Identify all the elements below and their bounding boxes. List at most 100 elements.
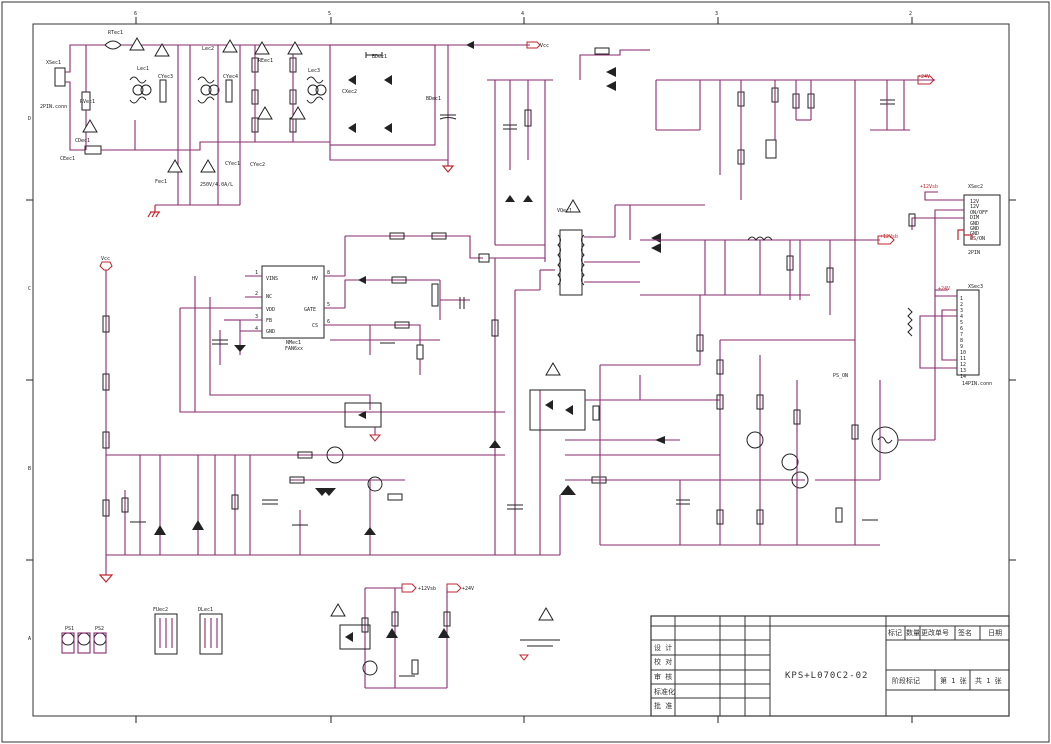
hv-rail: Vcc — [448, 41, 553, 246]
tb-header: 标记 — [888, 628, 902, 637]
choke-1 — [129, 76, 152, 104]
tb-header: 日期 — [988, 629, 1002, 637]
tb-row-label: 校 对 — [654, 657, 672, 666]
cn1-desc: 2PIN.conn — [40, 104, 67, 110]
input-connector — [54, 67, 66, 87]
ntc-thermistor — [104, 40, 122, 50]
ic-pin-label: FB — [266, 318, 272, 324]
ic-part: FAN6xx — [285, 346, 303, 352]
feedback-network — [289, 394, 505, 555]
cn3-pin: 9 — [960, 344, 963, 350]
standby-block: +12Vsb +24V — [339, 583, 474, 689]
main-transformer: VQec1 — [557, 208, 640, 296]
ic-pin-label: GND — [266, 329, 275, 335]
vdd-fb-network — [179, 276, 505, 413]
ps2-ref: PS2 — [95, 626, 104, 632]
cx2-ref: CYec4 — [223, 74, 238, 80]
row-mark: A — [28, 636, 31, 642]
row-mark: B — [28, 466, 31, 472]
mounting-parts: PS1 PS2 FUec2 DLec1 — [61, 607, 560, 661]
transformer-ref: VQec1 — [557, 208, 572, 214]
v12-net-label: +12Vsb — [418, 586, 436, 592]
cn3-pin: 4 — [960, 314, 963, 320]
tb-row-label: 审 核 — [654, 672, 672, 681]
ic-pin-label: NC — [266, 294, 272, 300]
connector-14pin: XSec3 14PIN.conn 1 2 3 4 5 6 7 8 9 10 11… — [907, 284, 992, 387]
bleeder-resistors: REec1 — [251, 45, 297, 142]
v12-net-label: +12Vsb — [880, 234, 898, 240]
fuse-rating: CEec1 — [60, 156, 75, 162]
cn3-desc: 14PIN.conn — [962, 381, 992, 387]
cbulk-ref: BDec1 — [426, 96, 441, 102]
ic-pin-num: 1 — [255, 270, 258, 276]
col-mark: 4 — [521, 11, 524, 17]
warning-icons — [82, 37, 581, 621]
tb-sheet-label: 第 1 张 — [940, 676, 967, 685]
fuse-ref: CDec1 — [75, 138, 90, 144]
cn3-pin: 12 — [960, 362, 966, 368]
cn2-pin: GND — [970, 226, 979, 232]
l3-ref: Lec3 — [308, 68, 320, 74]
r1-ref: REec1 — [258, 58, 273, 64]
cn2-pin: GND — [970, 231, 979, 237]
secondary-regulator: PS_ON — [599, 300, 936, 546]
cn3-pin: 7 — [960, 332, 963, 338]
fuse — [84, 145, 102, 155]
cn3-pin: 13 — [960, 368, 966, 374]
cn2-pin: 12V — [970, 204, 979, 210]
cn3-pin: 8 — [960, 338, 963, 344]
choke-2 — [197, 76, 220, 104]
col-mark: 2 — [909, 11, 912, 17]
ic-pin-num: 5 — [327, 302, 330, 308]
title-block: 标记 数量 更改单号 签名 日期 设 计 校 对 审 核 标准化 批 准 KPS… — [650, 615, 1010, 717]
ic-pin-label: GATE — [304, 307, 316, 313]
ic-pin-num: 8 — [327, 270, 330, 276]
col-mark: 3 — [715, 11, 718, 17]
connector-12v: XSec2 2PIN 12V 12V ON/OFF DIM GND GND GN… — [908, 184, 1001, 330]
ntc-ref: RTec1 — [108, 30, 123, 36]
cn3-pin: 1 — [960, 296, 963, 302]
bridge-rectifier: CXec2 BDec1 BDec1 — [329, 44, 457, 173]
l2-ref: Lec2 — [202, 46, 214, 52]
cy1-ref: Fec1 — [155, 179, 167, 185]
cn2-pin: PS/ON — [970, 236, 985, 242]
mov-ref: RVec1 — [80, 99, 95, 105]
cx1-ref: CYec3 — [158, 74, 173, 80]
ps-on-net-label: PS_ON — [833, 373, 848, 379]
ic-pin-label: VDD — [266, 307, 275, 313]
cn3-pin: 5 — [960, 320, 963, 326]
ic-pin-label: CS — [312, 323, 318, 329]
cn3-ref: XSec3 — [968, 284, 983, 290]
ic-pin-num: 3 — [255, 314, 258, 320]
col-mark: 6 — [134, 11, 137, 17]
tb-header: 更改单号 — [921, 628, 949, 637]
ic-ref: NMec1 — [286, 340, 301, 346]
vcc-net-label: Vcc — [540, 43, 549, 49]
ground-symbol — [147, 205, 160, 218]
secondary-to-feedback — [489, 258, 805, 555]
v24-net-label: +24V — [462, 586, 474, 592]
cn2-pin: 12V — [970, 199, 979, 205]
ic-pin-num: 2 — [255, 291, 258, 297]
heatsink-ref: DLec1 — [198, 607, 213, 613]
column-markers: 6 5 4 3 2 D C B A — [26, 11, 1016, 723]
l1-ref: Lec1 — [137, 66, 149, 72]
tb-row-label: 批 准 — [654, 701, 672, 710]
row-mark: C — [28, 286, 31, 292]
cn3-pin: 11 — [960, 356, 966, 362]
drawing-title: KPS+L070C2-02 — [785, 671, 868, 681]
tb-header: 签名 — [958, 628, 972, 637]
ground-symbol — [98, 574, 114, 583]
cn3-pin: 14 — [960, 374, 966, 380]
cn1-ref: XSec1 — [46, 60, 61, 66]
ps1-ref: PS1 — [65, 626, 74, 632]
cn2-pin: DIM — [970, 215, 979, 221]
cy4-ref: CYec2 — [250, 162, 265, 168]
output-12v-section: +12Vsb — [614, 204, 898, 315]
vcc-net-label: Vcc — [101, 256, 110, 262]
pwm-controller-ic: VINS NC VDD FB GND HV GATE CS FAN6xx NMe… — [180, 232, 546, 375]
bd-ref: CXec2 — [342, 89, 357, 95]
tb-stage-label: 阶段标记 — [892, 676, 920, 685]
